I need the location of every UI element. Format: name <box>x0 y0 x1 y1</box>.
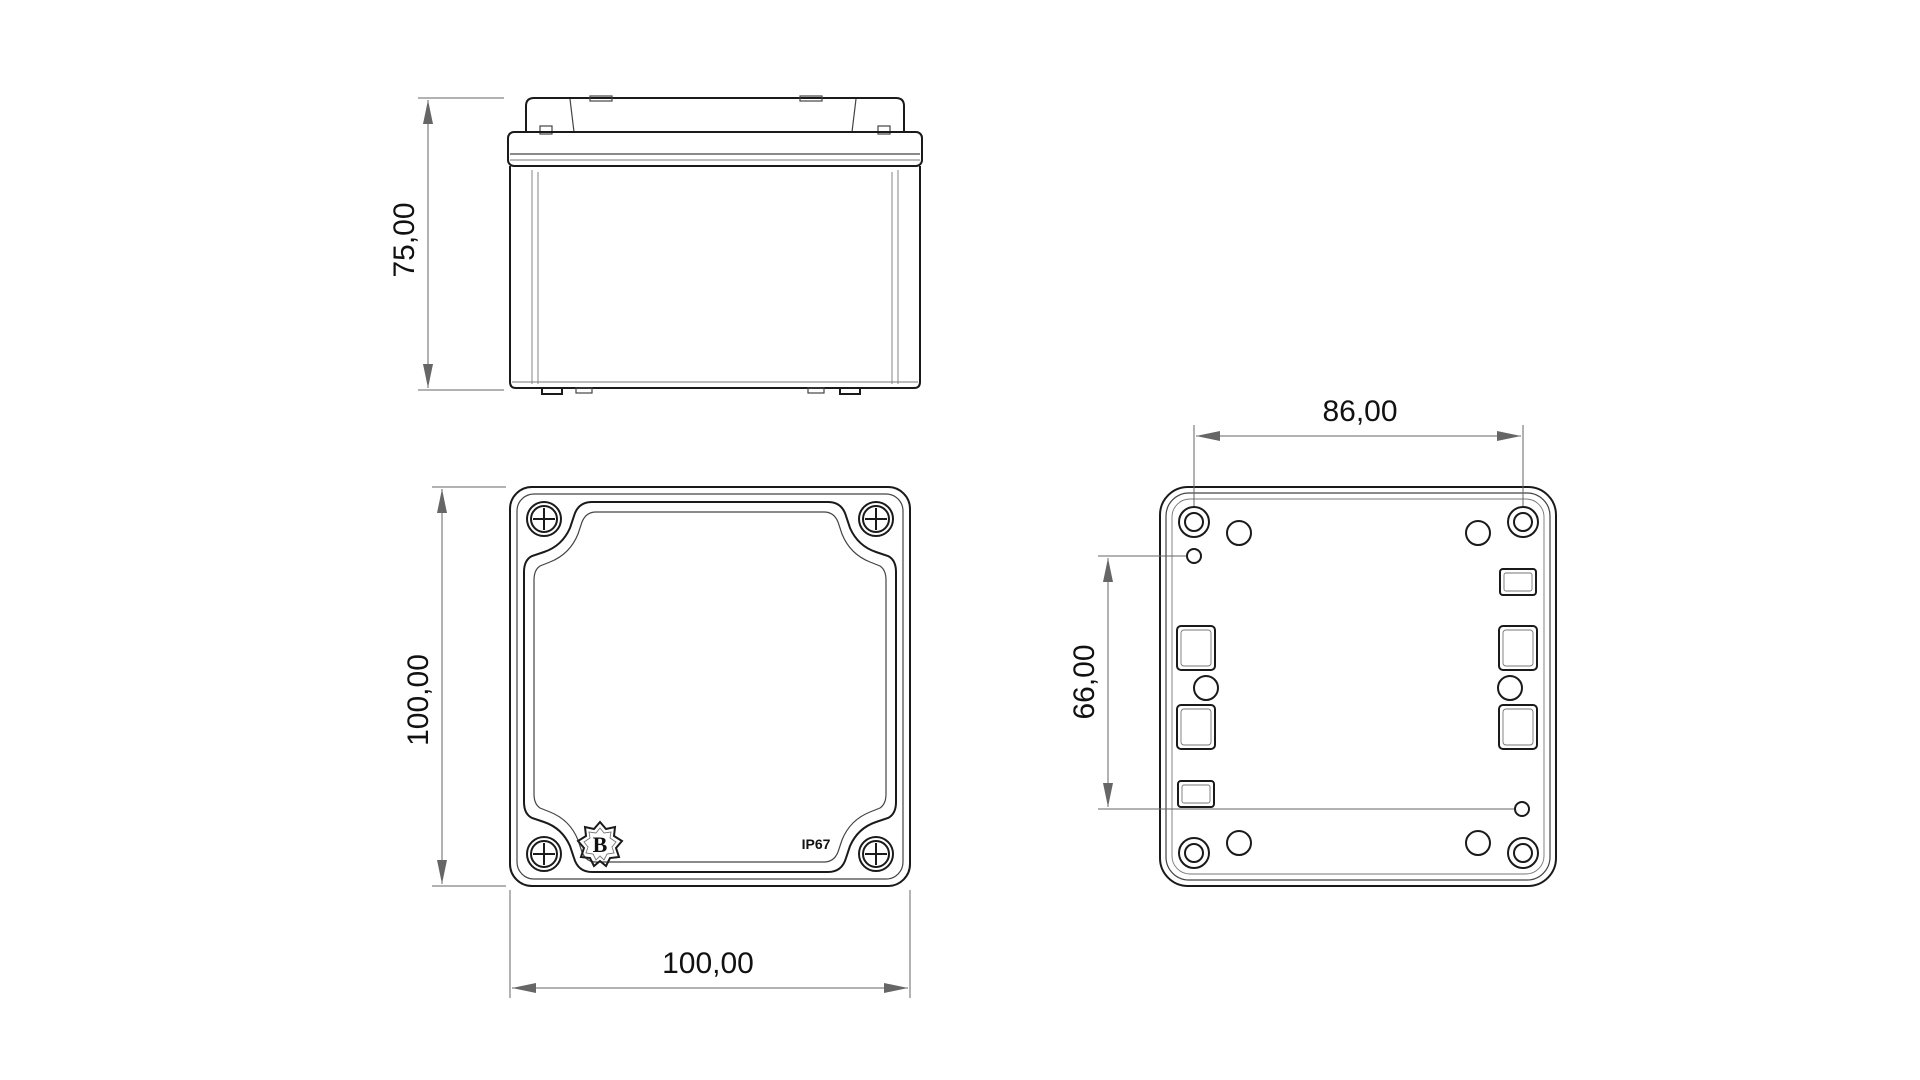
mounting-bolt <box>1178 837 1210 869</box>
base-slot <box>1498 704 1538 750</box>
mounting-bolt <box>1178 506 1210 538</box>
mounting-hole <box>1514 801 1530 817</box>
screw-icon <box>526 836 562 872</box>
round-boss <box>1226 520 1252 546</box>
lid-height-label: 100,00 <box>402 654 435 746</box>
round-boss <box>1193 675 1219 701</box>
side-lid-cap <box>525 97 905 132</box>
mounting-bolt <box>1507 506 1539 538</box>
screw-icon <box>526 501 562 537</box>
logo-letter: B <box>593 832 608 857</box>
base-slot <box>1499 568 1537 596</box>
round-boss <box>1497 675 1523 701</box>
ip-rating-marking: IP67 <box>802 836 831 852</box>
lid-width-label: 100,00 <box>662 947 754 980</box>
round-boss <box>1465 830 1491 856</box>
base-slot <box>1176 704 1216 750</box>
round-boss <box>1465 520 1491 546</box>
screw-icon <box>858 836 894 872</box>
base-width-dimension: 86,00 <box>1193 395 1524 506</box>
base-height-label: 66,00 <box>1068 644 1101 719</box>
base-slot <box>1176 625 1216 671</box>
lid-panel-inner <box>533 511 887 863</box>
bottom-view: 86,00 66,00 <box>1068 395 1557 887</box>
mounting-bolt <box>1507 837 1539 869</box>
base-width-label: 86,00 <box>1322 395 1397 428</box>
brand-logo-icon: B <box>576 820 624 868</box>
side-view: 75,00 <box>388 95 923 395</box>
mounting-hole <box>1186 548 1202 564</box>
base-slot <box>1498 625 1538 671</box>
base-height-dimension: 66,00 <box>1068 555 1514 810</box>
side-lid-flange <box>507 131 923 167</box>
screw-icon <box>858 501 894 537</box>
lid-height-dimension: 100,00 <box>402 486 506 887</box>
round-boss <box>1226 830 1252 856</box>
top-view: B IP67 100,00 100,00 <box>402 486 911 998</box>
lid-outline <box>509 486 911 887</box>
base-outline <box>1159 486 1557 887</box>
side-height-dimension: 75,00 <box>388 97 504 391</box>
base-slot <box>1177 780 1215 808</box>
lid-width-dimension: 100,00 <box>509 890 911 998</box>
side-height-label: 75,00 <box>388 202 421 277</box>
lid-panel-outer <box>523 501 897 873</box>
side-body <box>509 166 921 389</box>
